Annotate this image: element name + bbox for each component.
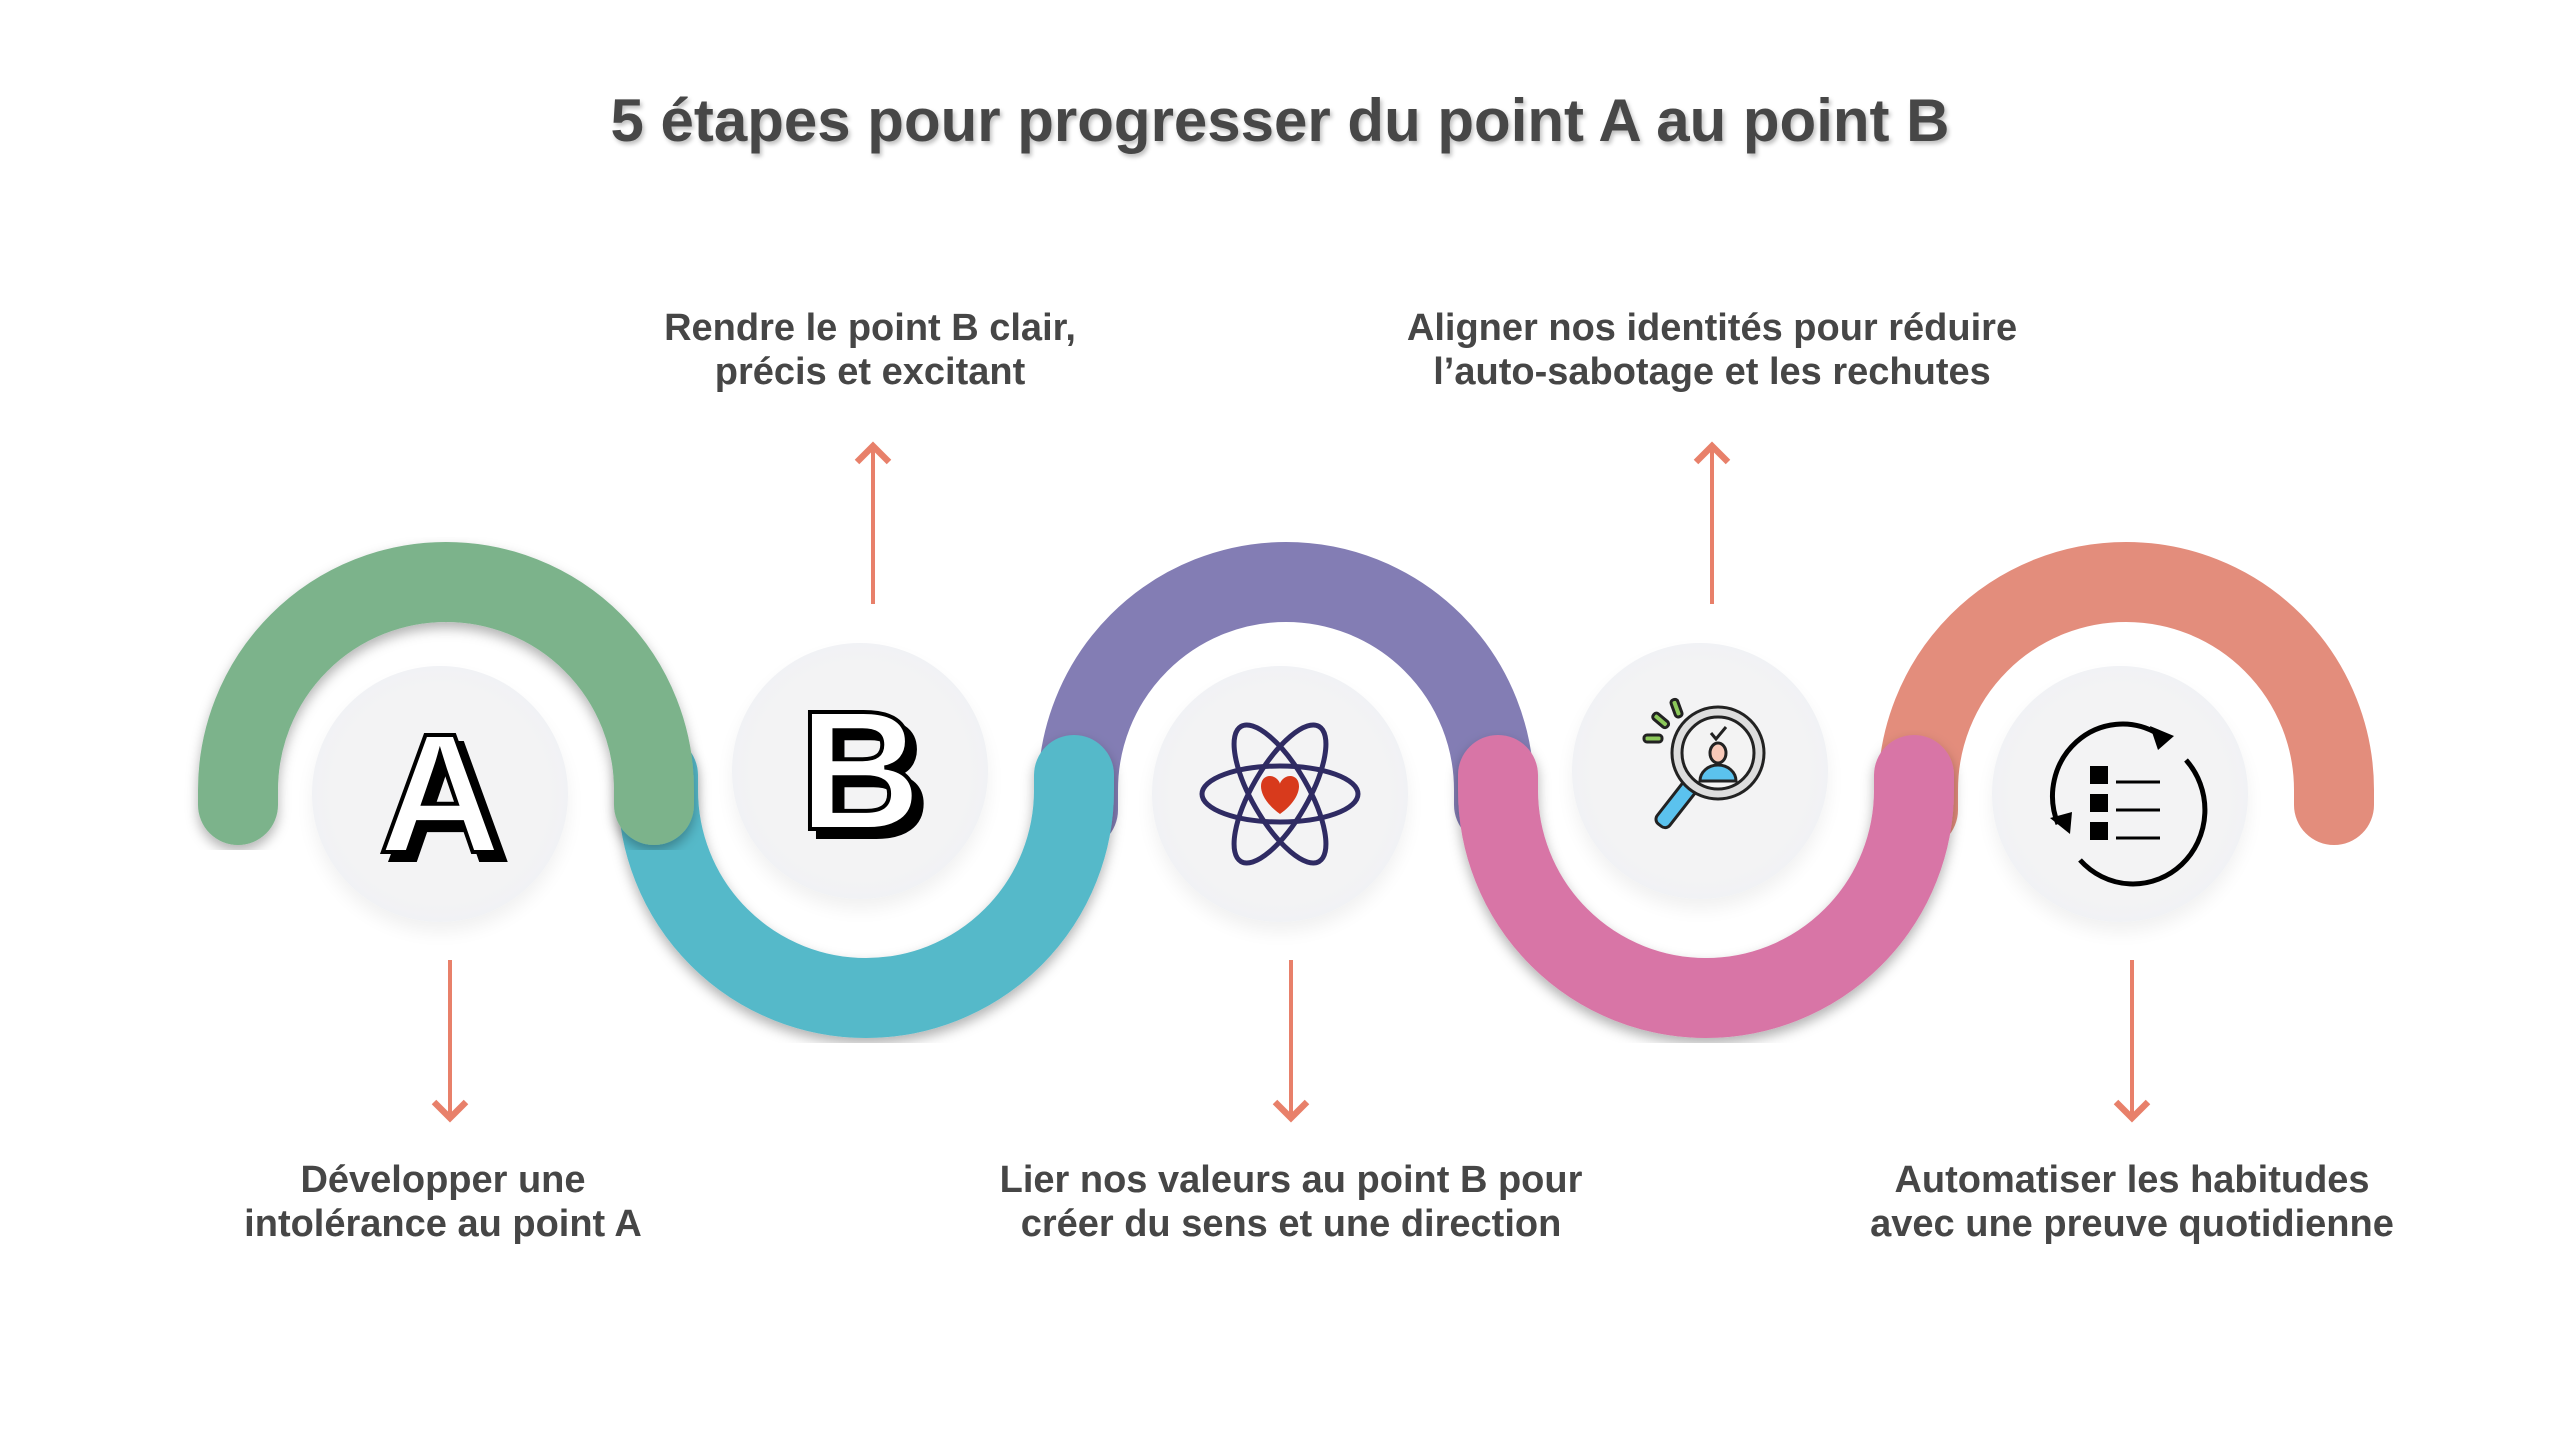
step-1-circle: A	[312, 666, 568, 922]
step-5-label-line2: avec une preuve quotidienne	[1870, 1203, 2394, 1245]
step-3-label: Lier nos valeurs au point B pour créer d…	[911, 1158, 1671, 1246]
atom-heart-icon	[1199, 722, 1361, 866]
step-2-circle: B	[732, 643, 988, 899]
step-1-label: Développer une intolérance au point A	[63, 1158, 823, 1246]
letter-b-glyph: B	[799, 676, 922, 866]
step-3-label-line2: créer du sens et une direction	[1020, 1203, 1562, 1245]
arc-step-5	[1878, 542, 2374, 850]
page-title: 5 étapes pour progresser du point A au p…	[610, 87, 1950, 154]
step-4-circle	[1572, 643, 1828, 899]
step-1-label-line2: intolérance au point A	[244, 1203, 642, 1245]
step-1-label-line1: Développer une	[300, 1159, 586, 1201]
letter-b-icon: B	[797, 674, 924, 868]
arc-step-2	[618, 735, 1114, 1038]
arc-step-4	[1458, 735, 1954, 1038]
step-5-circle	[1992, 666, 2248, 922]
step-3-circle	[1152, 666, 1408, 922]
step-5-label: Automatiser les habitudes avec une preuv…	[1752, 1158, 2512, 1246]
arc-step-3	[1038, 542, 1534, 850]
letter-a-glyph: A	[379, 699, 502, 889]
arc-step-1	[198, 542, 694, 845]
step-5-label-line1: Automatiser les habitudes	[1894, 1159, 2370, 1201]
magnifier-person-icon	[1642, 697, 1766, 830]
letter-a-icon: A	[377, 697, 504, 891]
step-3-label-line1: Lier nos valeurs au point B pour	[999, 1159, 1583, 1201]
checklist-cycle-icon	[2050, 721, 2208, 887]
step-4-label: Aligner nos identités pour réduire l’aut…	[1332, 306, 2092, 394]
step-2-label: Rendre le point B clair, précis et excit…	[490, 306, 1250, 394]
step-4-label-line1: Aligner nos identités pour réduire	[1406, 307, 2018, 349]
step-4-label-line2: l’auto-sabotage et les rechutes	[1433, 351, 1991, 393]
step-2-label-line2: précis et excitant	[714, 351, 1026, 393]
step-2-label-line1: Rendre le point B clair,	[664, 307, 1076, 349]
